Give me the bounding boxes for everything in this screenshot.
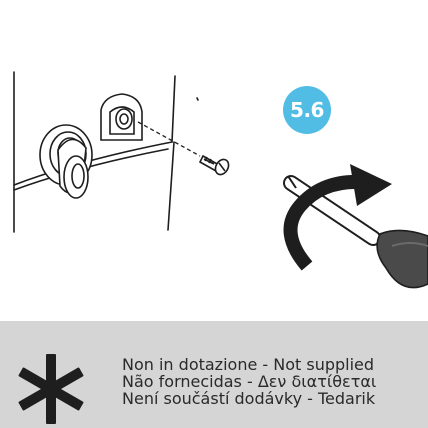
clockwise-arrow-icon <box>283 164 392 271</box>
not-supplied-note: Non in dotazione - Not supplied Não forn… <box>0 321 428 428</box>
mounting-bracket <box>100 93 143 141</box>
screw <box>198 154 230 176</box>
step-number-badge: 5.6 <box>283 86 331 134</box>
insertion-guide-line <box>137 121 201 157</box>
asterisk-icon <box>18 354 84 424</box>
note-line: Non in dotazione - Not supplied <box>122 355 375 374</box>
note-line: Není součástí dodávky - Tedarik <box>122 389 376 408</box>
note-line: Não fornecidas - Δεν διατίθεται <box>122 372 377 391</box>
installation-illustration <box>13 71 428 289</box>
lock-cylinder-with-key <box>39 124 93 199</box>
note-text: Non in dotazione - Not supplied Não forn… <box>122 356 376 407</box>
